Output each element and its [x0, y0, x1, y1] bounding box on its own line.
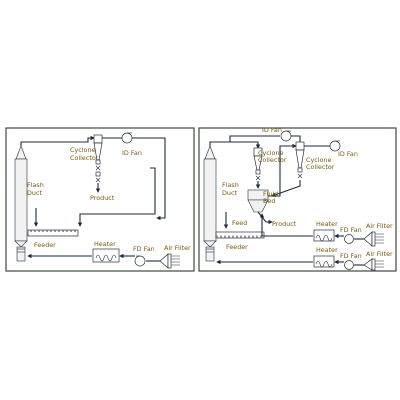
heater-bottom [313, 255, 335, 268]
cyclone-b-label-line2: Collector [306, 163, 335, 171]
fd-fan-top-label: FD Fan [340, 226, 362, 234]
feeder-right [215, 231, 265, 239]
id-fan-top [280, 130, 292, 142]
fluid-bed-label-line1: Fluid [263, 190, 278, 198]
heater-label: Heater [94, 240, 116, 248]
flash-duct-right-label-line1: Flash [222, 181, 239, 189]
flash-duct-label-line1: Flash [27, 181, 44, 189]
cyclone-collector-a [253, 147, 263, 181]
flash-duct-right [203, 145, 217, 262]
air-filter-bottom-label: Air Filter [366, 250, 393, 258]
id-fan-label: ID Fan [122, 149, 142, 157]
air-filter [159, 253, 180, 269]
pipe-duct-to-cyclone [20, 135, 95, 146]
flash-duct [14, 145, 28, 262]
right-diagram: Flash Duct ID Fan Cyclone Collector [198, 126, 397, 272]
heater-top [313, 229, 335, 242]
fluid-bed-label-line2: Bed [263, 197, 275, 205]
product-label: Product [90, 194, 115, 202]
cyclone-b-label-line1: Cyclone [306, 156, 331, 164]
id-fan-right [329, 140, 341, 152]
fd-fan-label: FD Fan [133, 245, 155, 253]
feeder-label: Feeder [34, 241, 56, 249]
pipe-id-fan-exhaust [132, 137, 166, 221]
fluid-bed [247, 189, 269, 213]
flash-duct-right-label-line2: Duct [222, 189, 237, 197]
feeder-right-label: Feeder [226, 243, 248, 251]
pipe-id-fan-top [229, 135, 280, 142]
heater-top-label: Heater [316, 220, 338, 228]
feeder [27, 229, 79, 237]
heater-bottom-label: Heater [316, 246, 338, 254]
fd-fan-bottom-label: FD Fan [340, 252, 362, 260]
pipe-id-fan-top-exhaust [291, 135, 301, 142]
cyclone-label-line1: Cyclone [70, 146, 95, 154]
pipe-duct-to-cyclone-a [209, 141, 261, 149]
cyclone-label-line2: Collector [70, 154, 99, 162]
pipe-cyclone-b-solids [271, 180, 301, 197]
id-fan-right-label: ID Fan [338, 150, 358, 158]
cyclone-a-label-line1: Cyclone [258, 149, 283, 157]
feed-label: Feed [232, 219, 247, 227]
id-fan [121, 132, 133, 144]
cyclone-a-label-line2: Collector [258, 156, 287, 164]
id-fan-top-label: ID Fan [262, 126, 282, 134]
cyclone-collector [93, 134, 103, 183]
pipe-recycle-loop [77, 167, 156, 227]
heater [92, 248, 120, 263]
pipe-heater-top-to-bed [259, 213, 313, 237]
fd-fan [134, 255, 146, 267]
air-filter-bottom [363, 258, 384, 271]
product-right-label: Product [272, 220, 297, 228]
fd-fan-top [344, 234, 354, 244]
left-diagram: Flash Duct Cyclone Collector Product ID … [5, 127, 195, 272]
flash-duct-label-line2: Duct [27, 189, 42, 197]
air-filter-label: Air Filter [164, 244, 191, 252]
fd-fan-bottom [344, 260, 354, 270]
air-filter-top [363, 231, 384, 247]
air-filter-top-label: Air Filter [366, 222, 393, 230]
